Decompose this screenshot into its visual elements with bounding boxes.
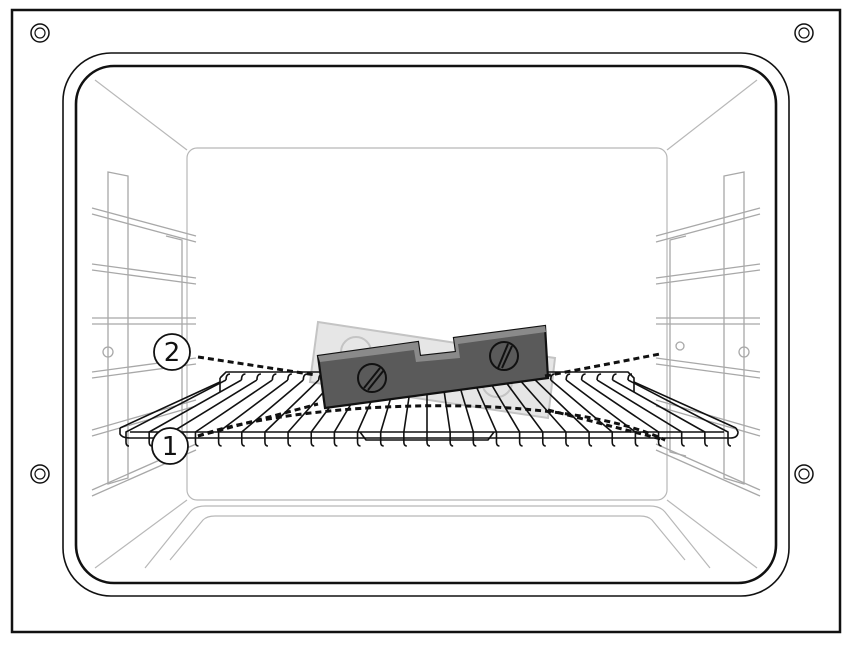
reference-lines-mid (197, 404, 666, 442)
rack-wire (549, 373, 616, 447)
screw-icon (30, 23, 50, 43)
screw-icon (794, 464, 814, 484)
screw-icon (357, 363, 387, 393)
rack-wire (217, 373, 292, 447)
callout-1: 1 (151, 427, 189, 465)
rack-wire (580, 373, 662, 447)
callout-1-label: 1 (162, 432, 179, 462)
callout-2: 2 (153, 333, 191, 371)
screw-icon (489, 341, 519, 371)
right-rack-supports (655, 171, 761, 497)
rack-wire (627, 373, 732, 447)
screw-icon (794, 23, 814, 43)
level (316, 324, 550, 410)
rack-wire (194, 373, 277, 447)
oven-opening-inner (74, 64, 778, 585)
rack-wire (565, 373, 639, 447)
rack-wire (596, 373, 685, 447)
rack-wire (611, 373, 708, 447)
screw-icon (30, 464, 50, 484)
outer-frame (10, 8, 842, 634)
callout-2-label: 2 (164, 338, 181, 368)
oven-opening-outer (62, 52, 790, 597)
rack-wire (125, 373, 231, 447)
